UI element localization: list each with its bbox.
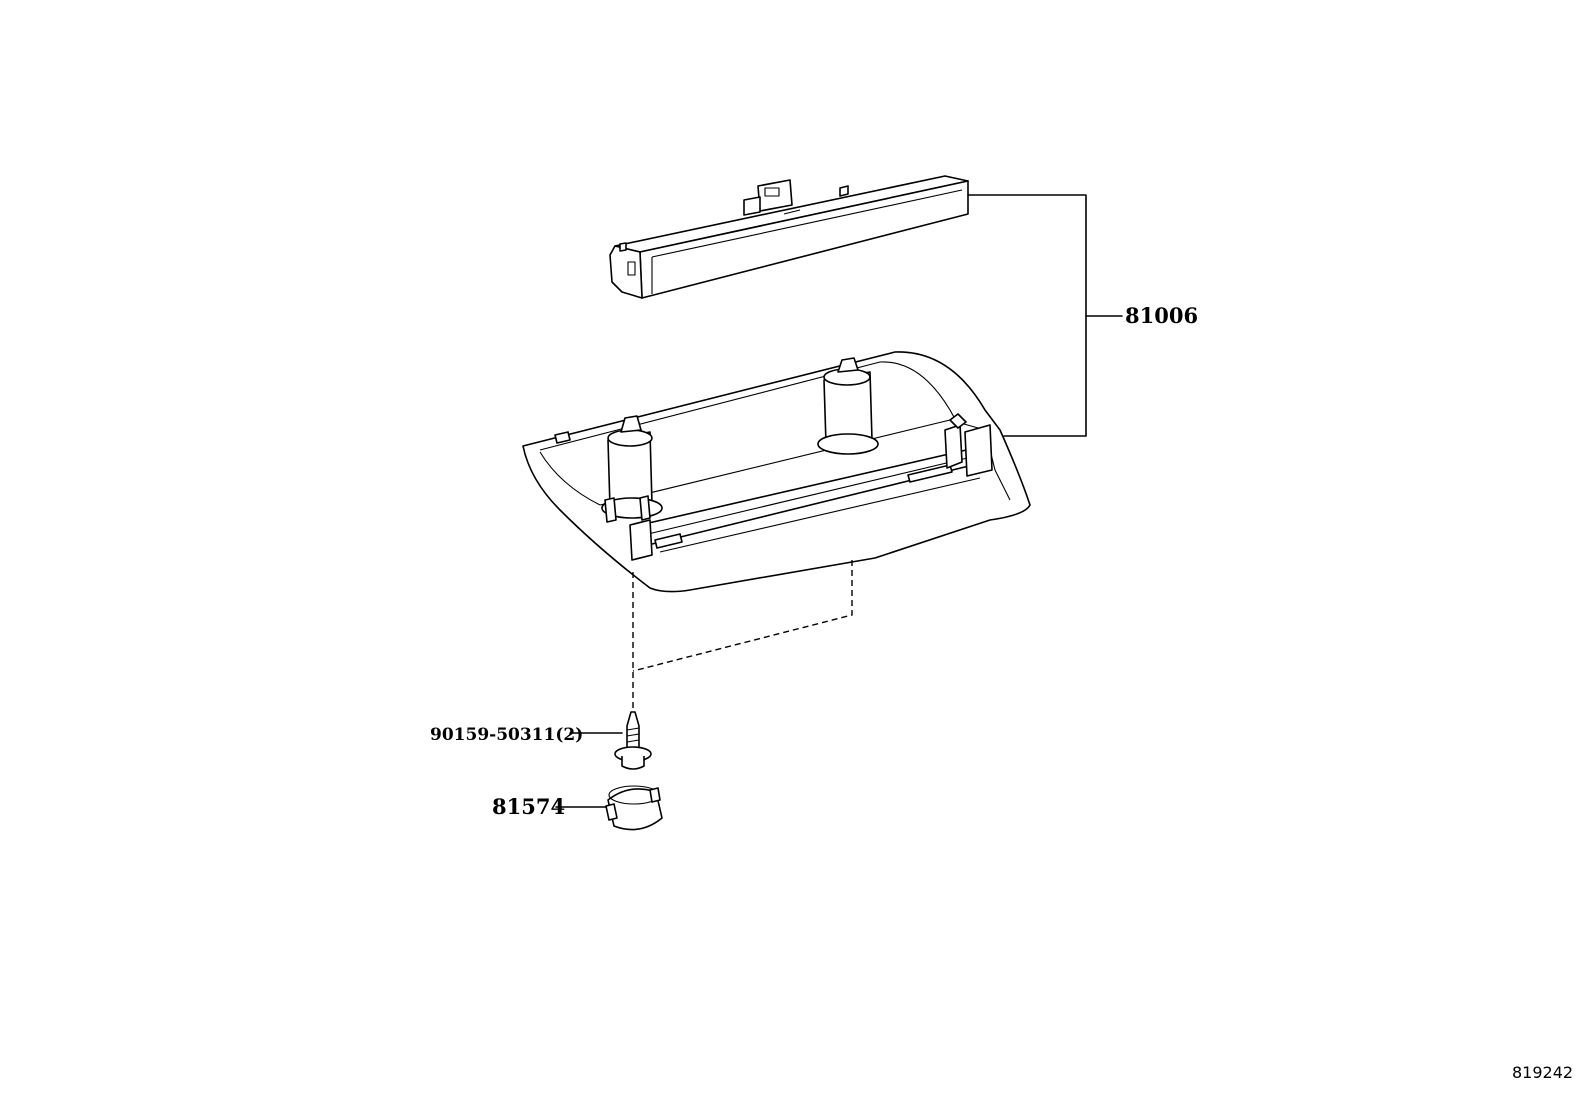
lamp-bar[interactable] <box>609 175 969 299</box>
alignment-dashes <box>632 560 853 710</box>
part-label-81574[interactable]: 81574 <box>492 794 565 819</box>
screw[interactable] <box>614 711 652 770</box>
part-label-screw[interactable]: 90159-50311(2) <box>430 725 583 745</box>
leader-81006 <box>967 194 1123 437</box>
part-label-81006[interactable]: 81006 <box>1125 303 1198 328</box>
lamp-housing[interactable] <box>522 351 1031 593</box>
cap[interactable] <box>605 785 663 831</box>
diagram-code: 819242 <box>1512 1063 1573 1082</box>
